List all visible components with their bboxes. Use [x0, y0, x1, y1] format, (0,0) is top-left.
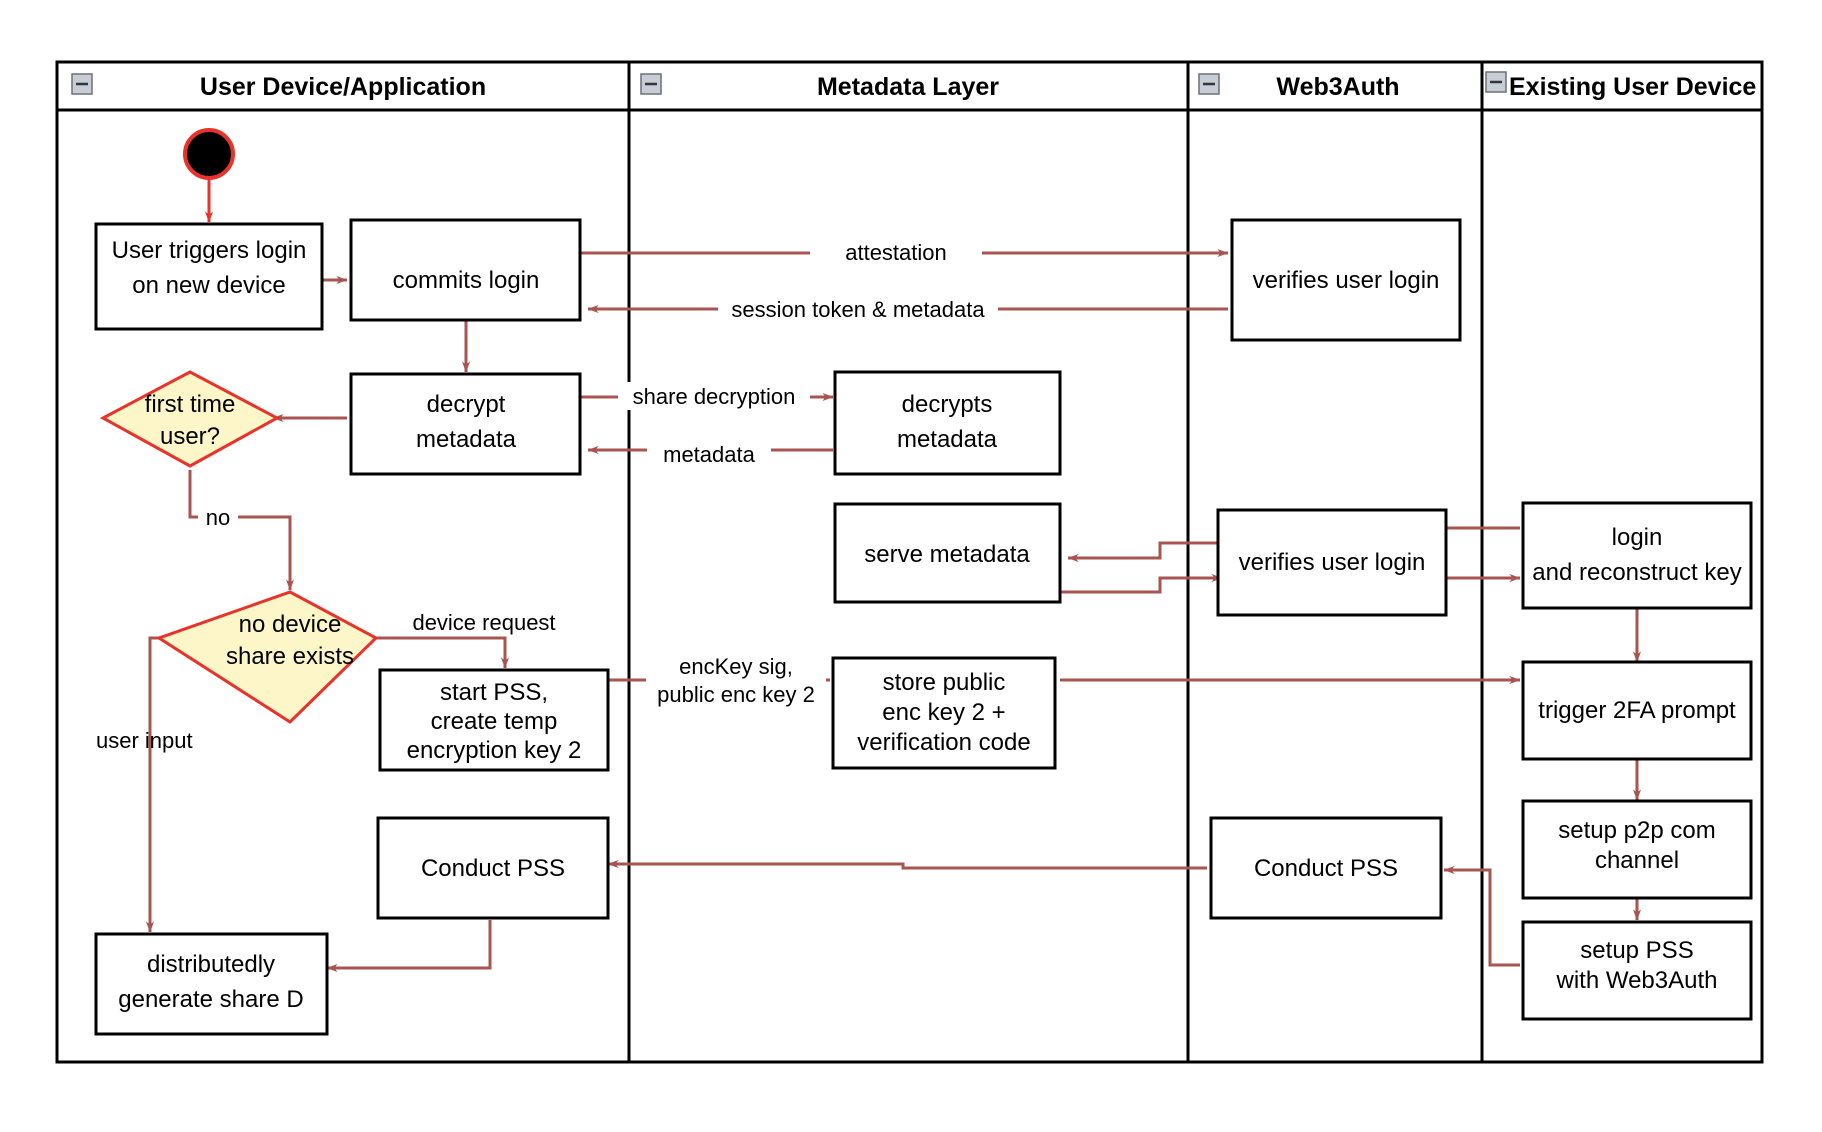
node-label-line: share exists — [226, 643, 354, 670]
node-label-line: create temp — [431, 708, 558, 735]
node-decrypts-metadata[interactable]: decrypts metadata — [833, 370, 1062, 476]
node-decrypt-metadata[interactable]: decrypt metadata — [349, 372, 582, 476]
flow-verifies2-to-serve — [1067, 541, 1222, 562]
node-label-line: on new device — [132, 272, 285, 299]
node-label-line: serve metadata — [864, 541, 1030, 568]
edge-label-enckey-sig-line1: encKey sig, — [679, 654, 793, 679]
edge-label-share-decryption: share decryption — [633, 384, 796, 409]
lane-header-user-device[interactable]: User Device/Application — [71, 73, 486, 101]
node-login-and-reconstruct-key[interactable]: login and reconstruct key — [1521, 501, 1753, 610]
node-label-line: with Web3Auth — [1556, 967, 1718, 994]
flow-conduct-to-share-d — [326, 920, 492, 972]
flow-serve-to-verifies2 — [1060, 574, 1223, 594]
node-label-line: start PSS, — [440, 679, 548, 706]
node-trigger-2fa-prompt[interactable]: trigger 2FA prompt — [1521, 660, 1753, 761]
edge-label-no: no — [206, 505, 230, 530]
flow-user-input — [146, 636, 159, 933]
collapse-minus-icon-4[interactable] — [1485, 71, 1507, 93]
lane-title-user-device: User Device/Application — [200, 73, 486, 101]
node-label-line: and reconstruct key — [1532, 559, 1741, 586]
node-verifies-user-login-2[interactable]: verifies user login — [1216, 508, 1448, 617]
node-label-line: login — [1612, 524, 1663, 551]
node-commits-login[interactable]: commits login — [349, 218, 582, 322]
lane-title-web3auth: Web3Auth — [1276, 73, 1399, 101]
node-label-line: first time — [145, 391, 236, 418]
lane-title-metadata: Metadata Layer — [817, 73, 999, 101]
lane-title-existing-device: Existing User Device — [1509, 73, 1756, 101]
node-label-line: generate share D — [118, 986, 303, 1013]
node-setup-p2p-com-channel[interactable]: setup p2p com channel — [1521, 799, 1753, 900]
swimlane-frame — [55, 60, 1764, 1064]
node-label-line: verifies user login — [1253, 267, 1440, 294]
node-label-line: no device — [239, 611, 342, 638]
node-label-line: encryption key 2 — [407, 737, 582, 764]
edge-label-session-token: session token & metadata — [731, 297, 985, 322]
node-label-line: verifies user login — [1239, 549, 1426, 576]
node-label-line: commits login — [393, 267, 540, 294]
node-label-line: metadata — [416, 426, 517, 453]
lane-header-existing-device[interactable]: Existing User Device — [1485, 71, 1756, 101]
node-no-device-share-exists[interactable]: no device share exists — [155, 590, 379, 724]
node-label-line: decrypts — [902, 391, 993, 418]
node-label-line: setup p2p com — [1558, 817, 1715, 844]
node-label-line: metadata — [897, 426, 998, 453]
node-label-line: Conduct PSS — [421, 855, 565, 882]
node-label-line: channel — [1595, 847, 1679, 874]
flow-device-request — [373, 636, 509, 669]
edge-label-enckey-sig-line2: public enc key 2 — [657, 682, 815, 707]
node-label-line: setup PSS — [1580, 937, 1693, 964]
node-label-line: verification code — [857, 729, 1030, 756]
node-label-line: store public — [883, 669, 1006, 696]
edge-label-attestation: attestation — [845, 240, 947, 265]
node-setup-pss-with-web3auth[interactable]: setup PSS with Web3Auth — [1521, 920, 1753, 1021]
node-label-line: decrypt — [427, 391, 506, 418]
edge-label-user-input: user input — [96, 728, 193, 753]
node-label-line: User triggers login — [112, 237, 307, 264]
node-label-line: Conduct PSS — [1254, 855, 1398, 882]
node-store-public-enc-key[interactable]: store public enc key 2 + verification co… — [831, 656, 1057, 770]
node-label-line: user? — [160, 423, 220, 450]
collapse-minus-icon-2[interactable] — [640, 73, 662, 95]
node-conduct-pss-web3auth[interactable]: Conduct PSS — [1209, 816, 1443, 920]
node-verifies-user-login-1[interactable]: verifies user login — [1230, 218, 1462, 342]
flow-conduct-web3auth-to-user — [607, 860, 1207, 870]
node-start-pss[interactable]: start PSS, create temp encryption key 2 — [378, 668, 610, 772]
node-user-triggers-login[interactable]: User triggers login on new device — [94, 222, 324, 331]
edge-labels: attestation session token & metadata sha… — [96, 238, 998, 753]
node-serve-metadata[interactable]: serve metadata — [833, 502, 1062, 604]
collapse-minus-icon-3[interactable] — [1198, 73, 1220, 95]
node-conduct-pss-user[interactable]: Conduct PSS — [376, 816, 610, 920]
lane-header-metadata[interactable]: Metadata Layer — [640, 73, 999, 101]
flow-no-branch — [188, 470, 294, 591]
initial-node — [183, 128, 235, 180]
node-label-line: distributedly — [147, 951, 275, 978]
node-first-time-user[interactable]: first time user? — [99, 370, 281, 468]
node-label-line: enc key 2 + — [882, 699, 1005, 726]
node-distributedly-generate-share-d[interactable]: distributedly generate share D — [94, 932, 329, 1036]
lane-header-web3auth[interactable]: Web3Auth — [1198, 73, 1400, 101]
edge-label-device-request: device request — [412, 610, 555, 635]
flow-setuppss-to-conduct-web3auth — [1443, 866, 1520, 967]
edge-label-metadata: metadata — [663, 442, 755, 467]
node-label-line: trigger 2FA prompt — [1538, 697, 1736, 724]
collapse-minus-icon-1[interactable] — [71, 73, 93, 95]
